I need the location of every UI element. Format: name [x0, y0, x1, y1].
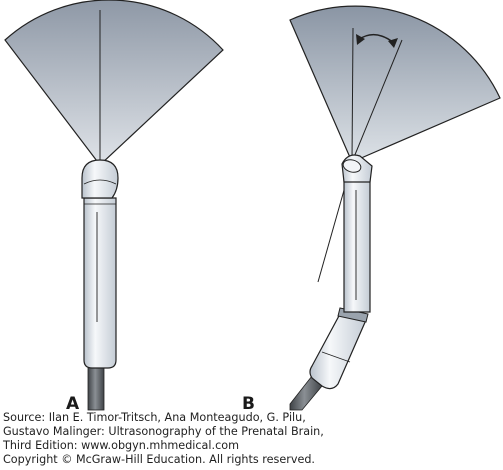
panel-label-a: A: [66, 394, 80, 414]
probe-head-a: [81, 159, 119, 199]
probe-handle-lower-b: [309, 313, 367, 390]
rotation-arrow-head-left: [356, 34, 365, 45]
probe-handle-lower-seam-b: [321, 351, 351, 363]
beam-tilted-line-b: [351, 39, 403, 163]
beam-fan-b: [289, 5, 501, 163]
source-line-3: Third Edition: www.obgyn.mhmedical.com: [3, 439, 239, 452]
rotation-arrow-head-right: [388, 38, 398, 48]
panel-label-b: B: [242, 394, 255, 414]
cable-a: [87, 365, 105, 411]
probe-head-face-b: [342, 159, 362, 173]
beam-center-line-b: [351, 27, 354, 163]
probe-b: [289, 5, 501, 411]
beam-fan-a: [4, 0, 224, 166]
source-citation: Source: Ilan E. Timor-Tritsch, Ana Monte…: [3, 411, 501, 467]
source-line-2: Gustavo Malinger: Ultrasonography of the…: [3, 425, 324, 438]
probe-shaft-b: [343, 179, 371, 313]
source-line-4: Copyright © McGraw-Hill Education. All r…: [3, 453, 315, 466]
probe-body-a: [83, 197, 117, 369]
source-line-1: Source: Ilan E. Timor-Tritsch, Ana Monte…: [3, 411, 306, 424]
probe-a: [4, 0, 224, 411]
probe-head-edge-a: [83, 179, 117, 185]
